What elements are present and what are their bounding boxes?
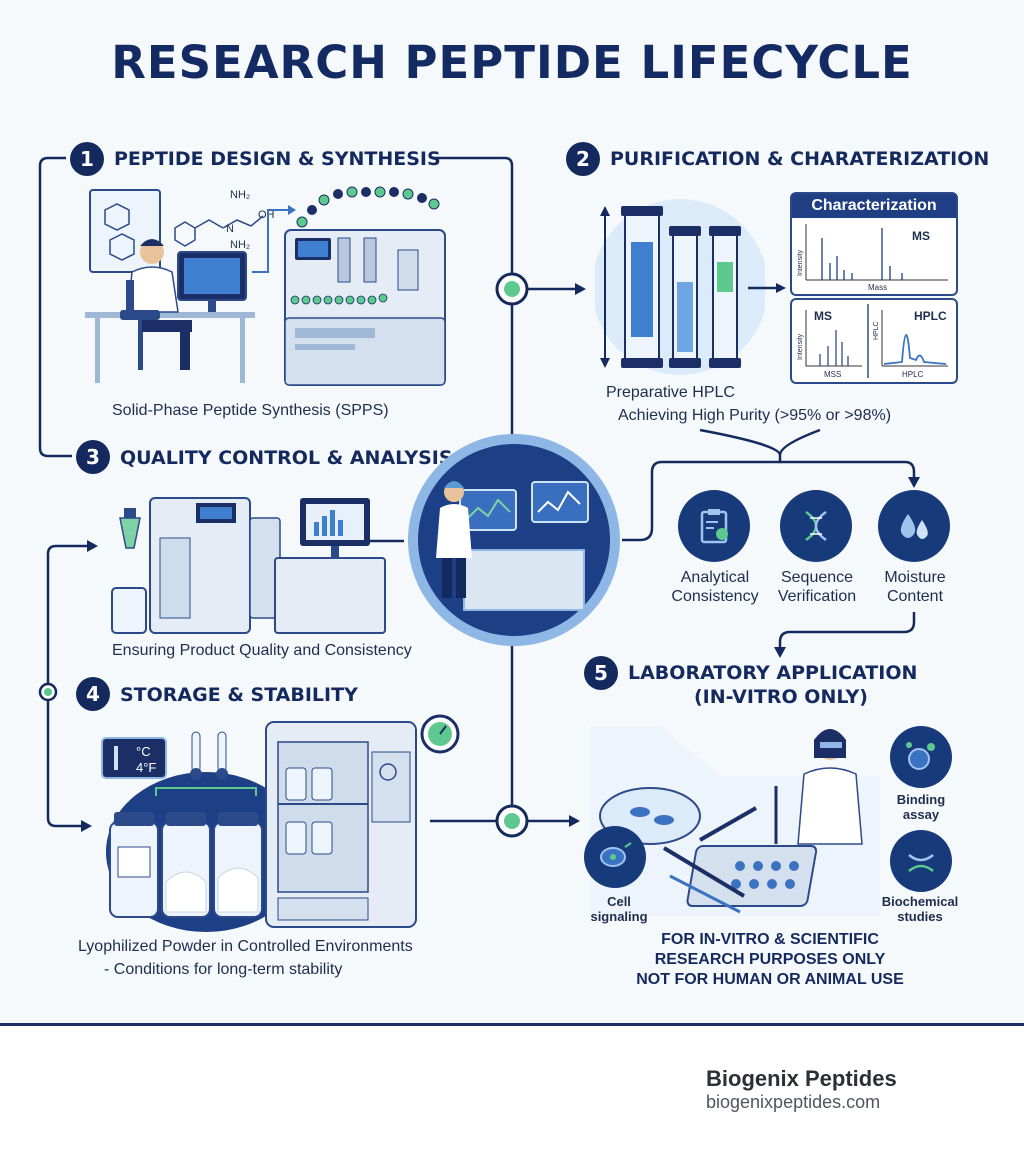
- mass-axis-label: Mass: [868, 283, 887, 292]
- ms-spectrum-chart: MS Mass Intensity: [797, 224, 948, 292]
- storage-illustration: °C 4°F: [101, 714, 460, 932]
- lab-application-illustration: [590, 726, 880, 916]
- section-1-caption: Solid-Phase Peptide Synthesis (SPPS): [112, 402, 389, 419]
- qc-illustration: [111, 497, 386, 634]
- characterization-panel: Characterization MS Mass Intensity: [790, 192, 958, 296]
- section-4-caption-2: - Conditions for long-term stability: [104, 961, 343, 978]
- funnel: [119, 517, 141, 549]
- section-4-title: STORAGE & STABILITY: [120, 684, 358, 706]
- chem-oh: OH: [258, 209, 275, 221]
- chem-nh2-bottom: NH₂: [230, 239, 250, 251]
- lab-bench: [274, 557, 386, 634]
- footer-brand: Biogenix Peptides: [706, 1066, 897, 1091]
- hplc-column-3: [709, 226, 741, 368]
- chemical-structure: [174, 215, 264, 247]
- well-plate: [686, 845, 818, 907]
- section-3-title: QUALITY CONTROL & ANALYSIS: [120, 447, 453, 469]
- step-number-1: 1: [70, 142, 104, 176]
- section-5-title-1: LABORATORY APPLICATION: [628, 662, 918, 684]
- mss-axis-label: MSS: [824, 370, 841, 379]
- beaker: [111, 587, 147, 634]
- section-5-title-2: (IN-VITRO ONLY): [694, 686, 868, 708]
- arrow-to-purification: [575, 283, 586, 295]
- chem-nh2-top: NH₂: [230, 189, 250, 201]
- connector-1-vertical: [432, 156, 514, 440]
- step-number-3: 3: [76, 440, 110, 474]
- footer: [0, 1026, 1024, 1154]
- biochemical-dna-icon: [890, 830, 952, 892]
- peptide-chain: [296, 186, 440, 228]
- vial-3: [213, 812, 263, 918]
- arrow-to-lab: [569, 815, 580, 827]
- temp-f-label: 4°F: [136, 760, 156, 775]
- binding-assay-icon: [890, 726, 952, 788]
- ms-hplc-charts: MS MSS Intensity HPLC HPLC HPLC: [797, 304, 948, 379]
- section-2-caption-1: Preparative HPLC: [606, 384, 735, 401]
- step-number-4: 4: [76, 677, 110, 711]
- cell-signaling-icon: [584, 826, 646, 888]
- clipboard-check-icon: [678, 490, 750, 562]
- temperature-display: [101, 737, 167, 779]
- hplc-column-1: [621, 206, 663, 368]
- step-number-2: 2: [566, 142, 600, 176]
- section-3-caption: Ensuring Product Quality and Consistency: [112, 642, 412, 659]
- characterization-header: Characterization: [792, 194, 956, 218]
- vial-2: [161, 812, 211, 918]
- researcher-coat: [797, 767, 863, 845]
- hplc-y-axis-label: HPLC: [873, 321, 880, 340]
- ms-label: MS: [912, 229, 930, 243]
- section-2-title: PURIFICATION & CHARATERIZATION: [610, 148, 990, 170]
- step-number-5: 5: [584, 656, 618, 690]
- ms2-label: MS: [814, 309, 832, 323]
- synthesis-illustration: NH₂ OH N NH₂: [85, 186, 446, 386]
- research-disclaimer: FOR IN-VITRO & SCIENTIFIC RESEARCH PURPO…: [636, 931, 904, 988]
- hplc-trace: [883, 334, 947, 365]
- arrow-to-characterization: [748, 283, 786, 293]
- intensity2-axis-label: Intensity: [797, 333, 804, 360]
- hplc-columns-illustration: [595, 199, 765, 375]
- section-2-caption-2: Achieving High Purity (>95% or >98%): [618, 407, 892, 424]
- center-qc-scene: [408, 434, 620, 646]
- vial-1: [109, 812, 159, 918]
- footer-divider: [0, 1023, 1024, 1026]
- connector-to-qc-center: [622, 455, 782, 542]
- hplc-column-2: [669, 226, 701, 368]
- page-title: RESEARCH PEPTIDE LIFECYCLE: [111, 36, 913, 89]
- ms-hplc-panel: MS MSS Intensity HPLC HPLC HPLC: [790, 298, 958, 384]
- section-4-caption-1: Lyophilized Powder in Controlled Environ…: [78, 938, 413, 955]
- intensity-axis-label: Intensity: [797, 249, 804, 276]
- connector-to-lab: [778, 612, 916, 650]
- hplc-label: HPLC: [914, 309, 947, 323]
- desk: [85, 312, 255, 318]
- footer-url: biogenixpeptides.com: [706, 1092, 881, 1112]
- flow-node-1-dot: [504, 281, 520, 297]
- lab-coat: [127, 266, 179, 313]
- connector-1-to-3: [38, 156, 72, 458]
- temp-c-label: °C: [136, 744, 151, 759]
- dna-icon: [780, 490, 852, 562]
- section-1-title: PEPTIDE DESIGN & SYNTHESIS: [114, 148, 441, 170]
- chem-n: N: [226, 223, 234, 235]
- hplc-axis-label: HPLC: [902, 370, 924, 379]
- flow-node-2-dot: [504, 813, 520, 829]
- thermometer: [191, 731, 201, 773]
- water-drops-icon: [878, 490, 950, 562]
